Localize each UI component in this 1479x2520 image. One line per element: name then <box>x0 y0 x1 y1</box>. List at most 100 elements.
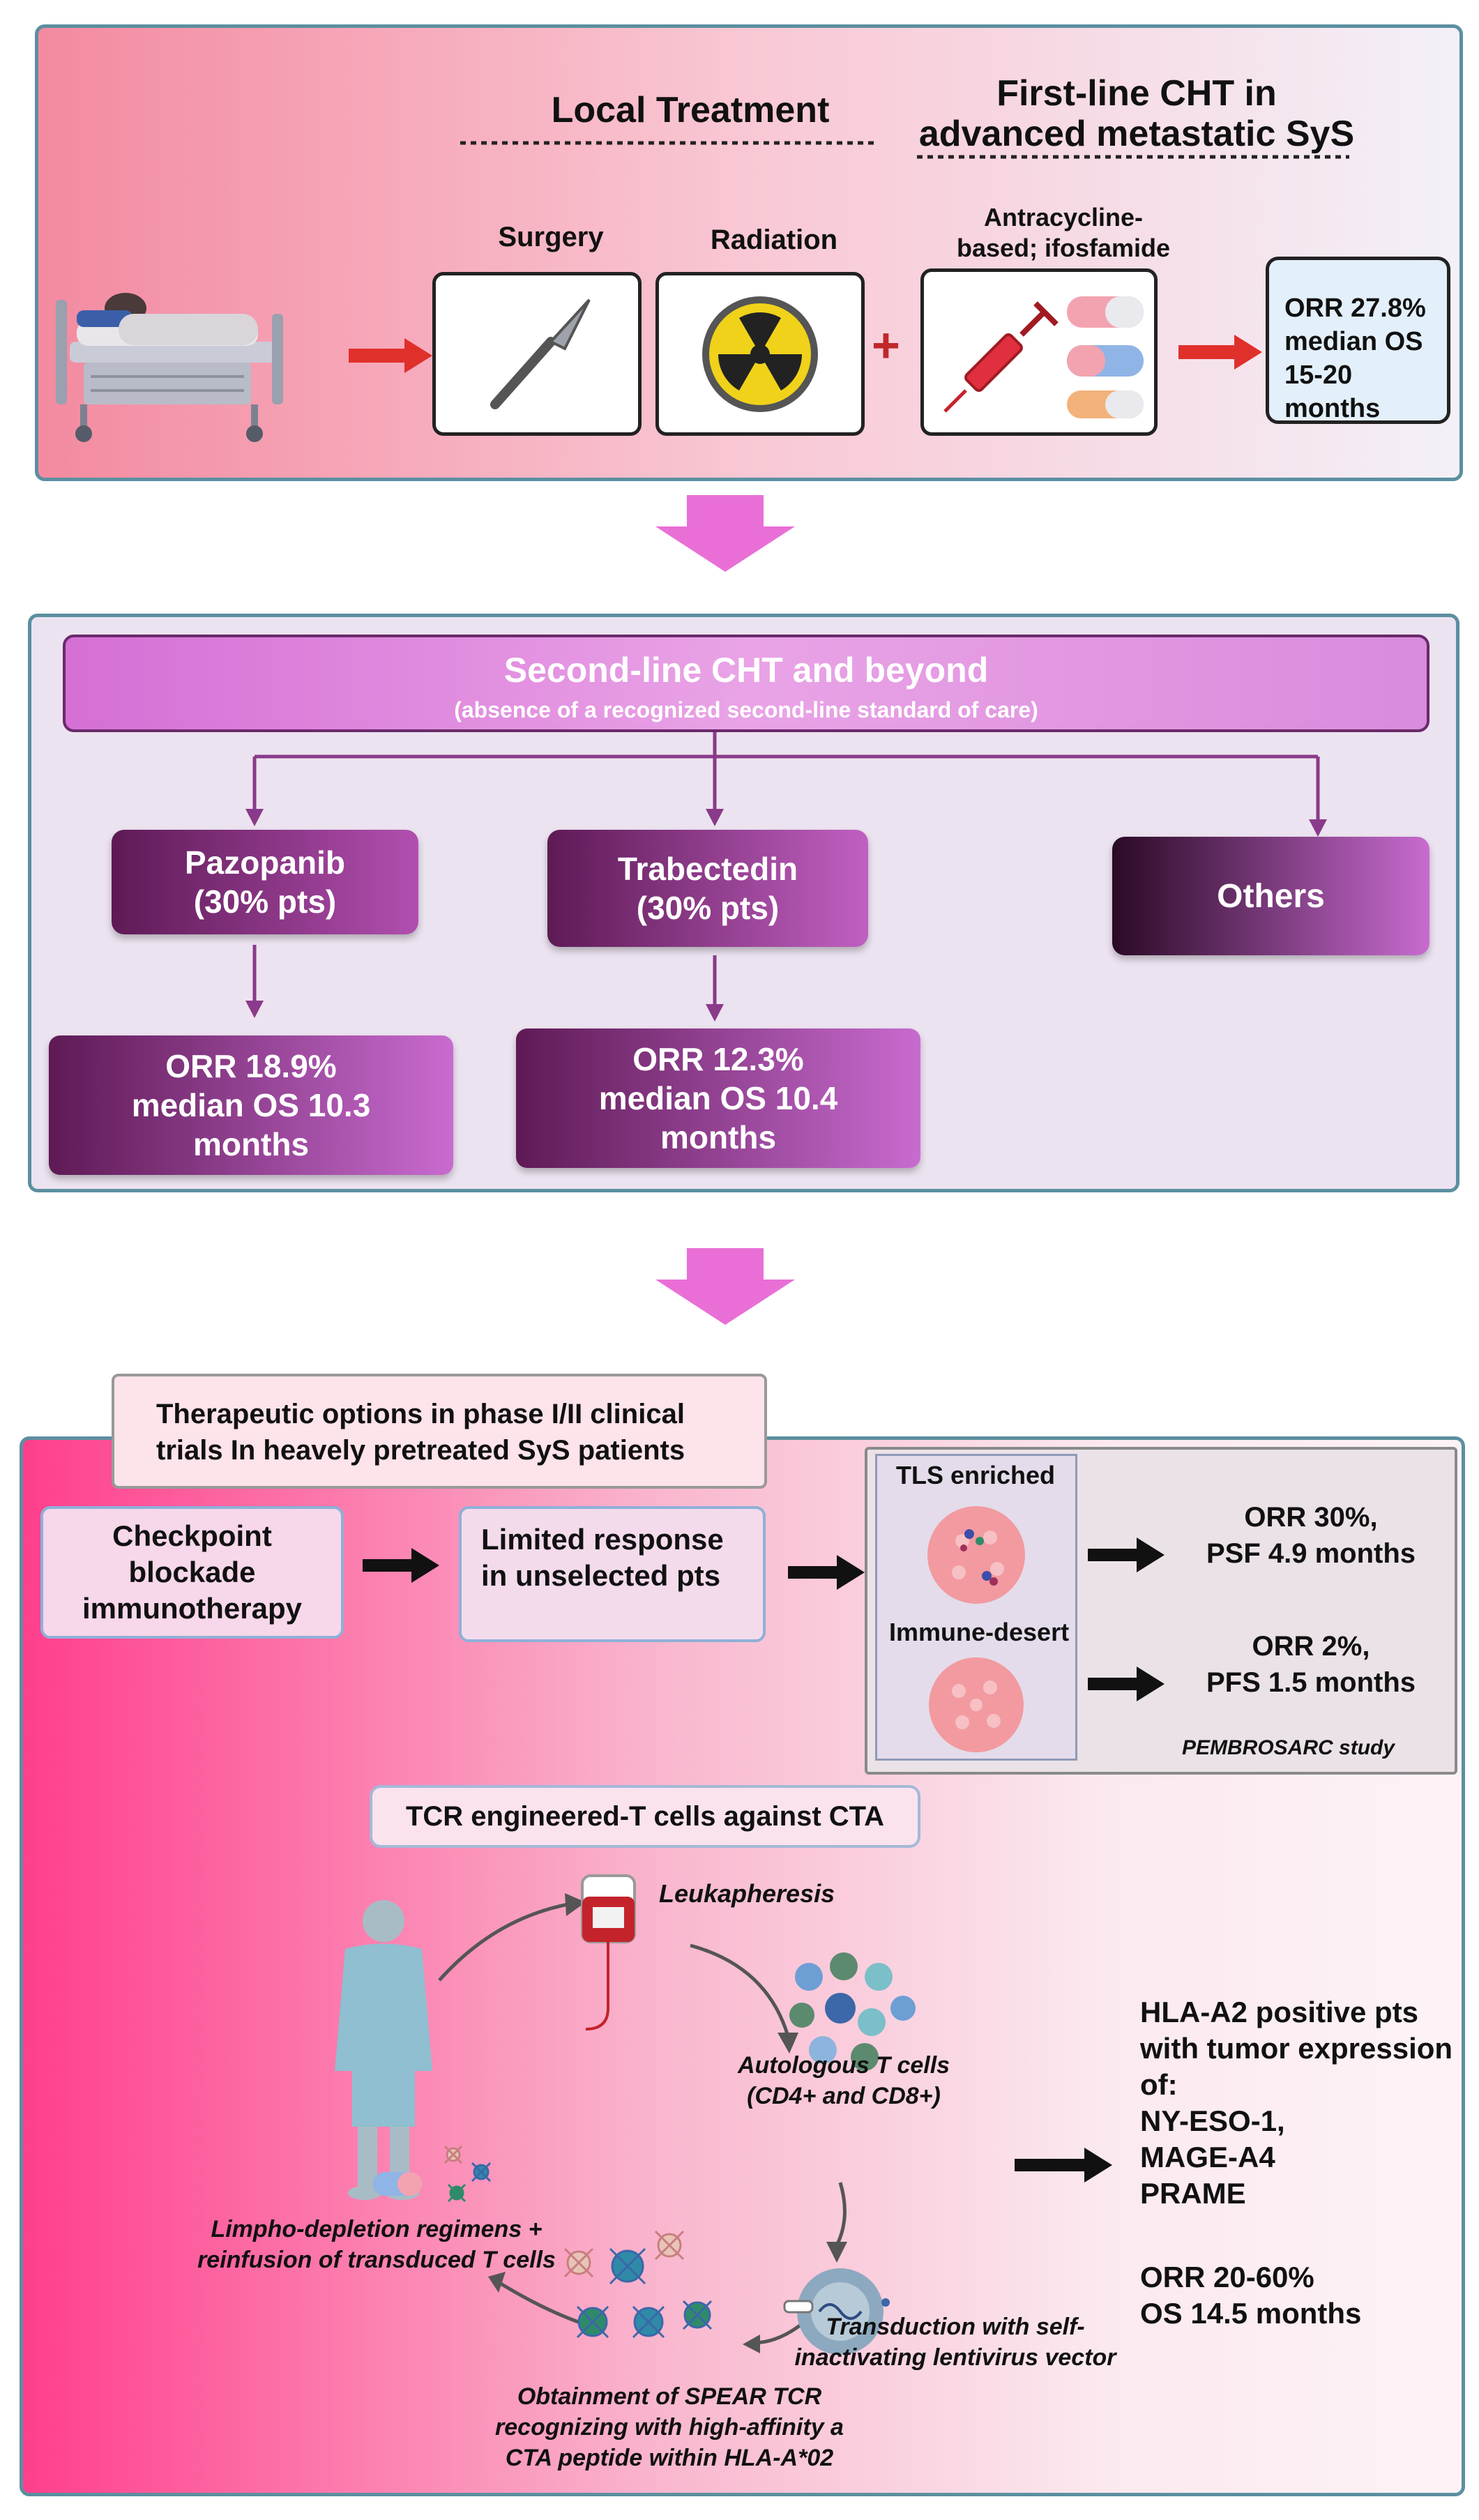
local-treatment-underline <box>460 141 879 145</box>
obtainment-label: Obtainment of SPEAR TCR recognizing with… <box>453 2381 886 2473</box>
first-line-result-box: ORR 27.8% median OS 15-20 months <box>1266 257 1450 424</box>
desert-result: ORR 2%, PFS 1.5 months <box>1171 1628 1450 1701</box>
local-treatment-heading: Local Treatment <box>551 90 830 130</box>
tls-label: TLS enriched <box>896 1461 1056 1489</box>
second-line-banner: Second-line CHT and beyond (absence of a… <box>63 635 1429 732</box>
pazopanib-result-line3: months <box>192 1126 310 1162</box>
autologous-line1: Autologous T cells <box>737 2052 950 2079</box>
trabectedin-result-box: ORR 12.3% median OS 10.4 months <box>516 1029 920 1168</box>
trabectedin-result-line3: months <box>660 1119 777 1155</box>
obtainment-line2: recognizing with high-affinity a <box>495 2414 844 2441</box>
radiation-label: Radiation <box>710 225 838 255</box>
pazopanib-down-arrow <box>245 945 264 1018</box>
branch-connectors <box>245 732 1327 837</box>
pazopanib-box: Pazopanib (30% pts) <box>112 830 418 934</box>
first-line-underline <box>917 155 1349 159</box>
others-box: Others <box>1112 837 1429 955</box>
syringe-icon <box>943 301 1059 413</box>
tcr-title-box: TCR engineered-T cells against CTA <box>370 1785 920 1848</box>
surgery-box <box>432 272 642 436</box>
arrow-to-desert-result-icon <box>1088 1667 1165 1701</box>
immune-desert-label: Immune-desert <box>889 1618 1070 1646</box>
limited-response-box: Limited response in unselected pts <box>459 1506 766 1642</box>
desert-result-line1: ORR 2%, <box>1252 1631 1370 1662</box>
chemo-label-line2: based; ifosfamide <box>956 234 1171 262</box>
engineered-t-cells-icon <box>563 2230 713 2339</box>
first-line-heading-line1: First-line CHT in <box>996 73 1277 114</box>
arrow-to-limited-icon <box>363 1548 439 1583</box>
radiation-icon <box>702 296 818 412</box>
checkpoint-line3: immunotherapy <box>82 1592 303 1625</box>
tls-tumor-icon <box>927 1506 1025 1604</box>
hla-line3: of: <box>1140 2068 1178 2101</box>
pazopanib-line2: (30% pts) <box>193 883 337 920</box>
limited-line1: Limited response <box>481 1523 724 1556</box>
hla-line1: HLA-A2 positive pts <box>1140 1996 1419 2028</box>
lympho-line2: reinfusion of transduced T cells <box>197 2247 556 2273</box>
pembrosarc-study-label: PEMBROSARC study <box>1182 1736 1395 1759</box>
pazopanib-result-line1: ORR 18.9% <box>165 1048 337 1084</box>
arrow-to-tls-icon <box>788 1555 865 1590</box>
transduction-line2: inactivating lentivirus vector <box>794 2344 1116 2371</box>
second-line-title: Second-line CHT and beyond <box>503 651 989 690</box>
pazopanib-result-box: ORR 18.9% median OS 10.3 months <box>49 1035 453 1175</box>
transduction-label: Transduction with self- inactivating len… <box>774 2312 1137 2373</box>
second-line-subtitle: (absence of a recognized second-line sta… <box>454 697 1038 722</box>
checkpoint-line1: Checkpoint <box>112 1519 272 1552</box>
trabectedin-line2: (30% pts) <box>636 890 780 926</box>
leukapheresis-label: Leukapheresis <box>659 1879 835 1908</box>
pills-icon <box>1067 296 1144 418</box>
trabectedin-result-line2: median OS 10.4 <box>598 1080 838 1116</box>
pazopanib-line1: Pazopanib <box>184 844 346 881</box>
trabectedin-box: Trabectedin (30% pts) <box>547 830 868 947</box>
hospital-bed-icon <box>56 293 283 442</box>
arrow-to-result-icon <box>1178 335 1262 370</box>
clinical-trials-title-line2: trials In heavely pretreated SyS patient… <box>156 1435 685 1466</box>
tls-result: ORR 30%, PSF 4.9 months <box>1171 1499 1450 1572</box>
trabectedin-line1: Trabectedin <box>617 851 798 887</box>
tls-result-line2: PSF 4.9 months <box>1206 1538 1416 1569</box>
obtainment-line1: Obtainment of SPEAR TCR <box>517 2383 822 2410</box>
lympho-line1: Limpho-depletion regimens + <box>211 2216 543 2242</box>
transduction-cell-icon <box>783 2268 890 2355</box>
tcr-outcome-line2: OS 14.5 months <box>1140 2297 1362 2330</box>
tcr-outcome-line1: ORR 20-60% <box>1140 2261 1314 2293</box>
t-cells-icon <box>789 1952 916 2071</box>
pazopanib-result-line2: median OS 10.3 <box>131 1087 371 1123</box>
chemo-label: Antracycline- based; ifosfamide <box>927 202 1199 264</box>
autologous-line2: (CD4+ and CD8+) <box>747 2083 941 2109</box>
first-line-result-line2: median OS <box>1284 327 1423 356</box>
first-line-heading-line2: advanced metastatic SyS <box>918 114 1355 154</box>
radiation-box <box>655 272 865 436</box>
arrow-to-hla-icon <box>1015 2148 1112 2183</box>
hla-line5: MAGE-A4 <box>1140 2141 1275 2173</box>
autologous-label: Autologous T cells (CD4+ and CD8+) <box>718 2050 969 2111</box>
clinical-trials-title-box: Therapeutic options in phase I/II clinic… <box>112 1374 767 1489</box>
checkpoint-box: Checkpoint blockade immunotherapy <box>40 1506 344 1639</box>
first-line-heading: First-line CHT in advanced metastatic Sy… <box>907 73 1367 154</box>
capsule-cells-icon <box>373 2145 492 2203</box>
first-line-result-line3: 15-20 months <box>1284 360 1381 423</box>
hla-line6: PRAME <box>1140 2177 1246 2210</box>
trabectedin-down-arrow <box>706 955 724 1022</box>
arrow-to-tls-result-icon <box>1088 1538 1165 1572</box>
plus-sign: + <box>872 318 900 372</box>
lympho-label: Limpho-depletion regimens + reinfusion o… <box>167 2214 586 2275</box>
surgery-label: Surgery <box>498 222 604 252</box>
hla-line4: NY-ESO-1, <box>1140 2104 1285 2137</box>
immune-desert-tumor-icon <box>929 1657 1024 1752</box>
blood-bag-icon <box>581 1874 636 2031</box>
tls-result-line1: ORR 30%, <box>1244 1502 1378 1533</box>
down-arrow-1-icon <box>655 495 795 572</box>
patient-figure-icon <box>335 1900 432 2200</box>
arrow-to-surgery-icon <box>349 338 432 373</box>
transduction-line1: Transduction with self- <box>826 2314 1085 2340</box>
trabectedin-result-line1: ORR 12.3% <box>632 1041 804 1077</box>
desert-result-line2: PFS 1.5 months <box>1206 1667 1416 1698</box>
limited-line2: in unselected pts <box>481 1559 721 1592</box>
down-arrow-2-icon <box>655 1248 795 1325</box>
scalpel-icon <box>490 298 591 409</box>
chemo-label-line1: Antracycline- <box>983 203 1144 231</box>
first-line-result-line1: ORR 27.8% <box>1284 294 1426 323</box>
checkpoint-line2: blockade <box>128 1556 256 1588</box>
